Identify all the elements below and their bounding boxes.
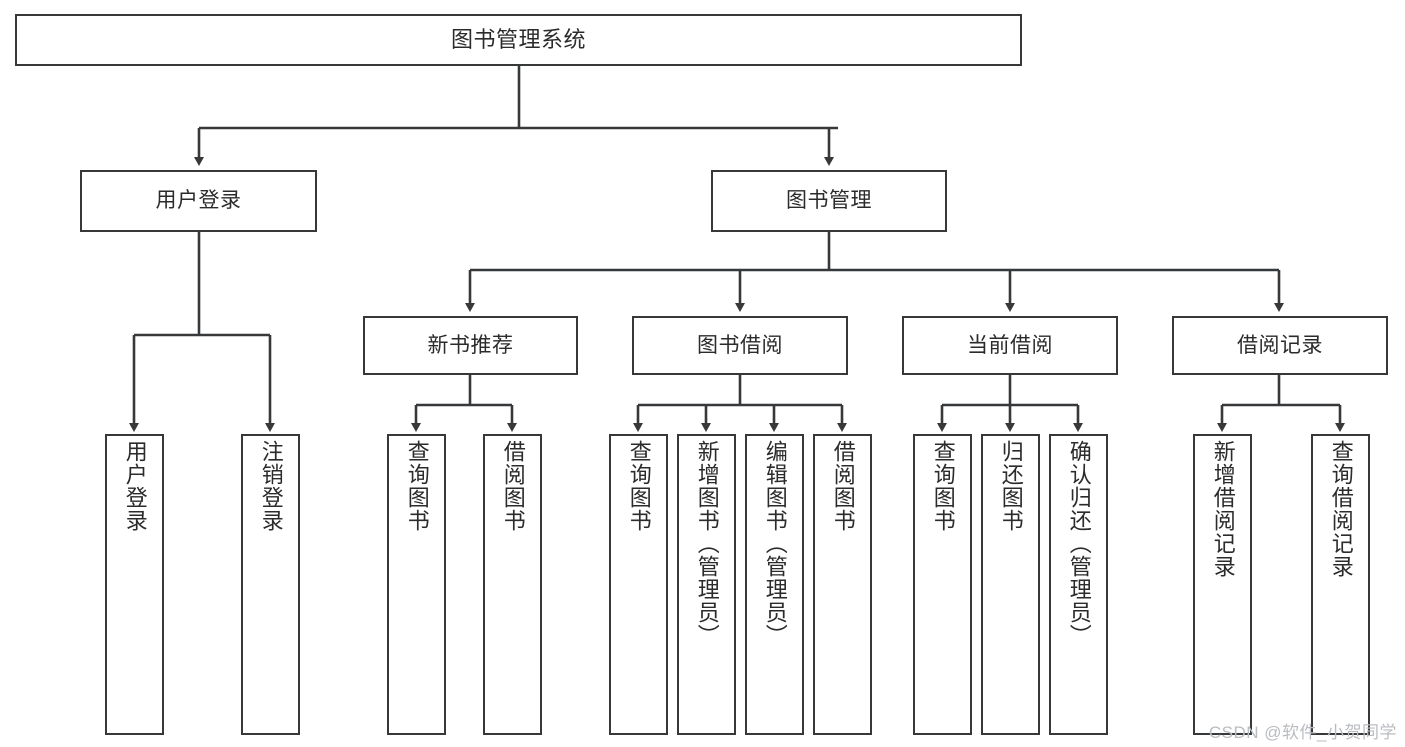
- node-label: 查询图书: [404, 440, 430, 532]
- node-label: 新增图书（管理员）: [694, 440, 720, 647]
- node-label: 查询图书: [626, 440, 652, 532]
- leaf-return-book[interactable]: 归还图书: [981, 434, 1040, 735]
- leaf-borrow-book-recommend[interactable]: 借阅图书: [483, 434, 542, 735]
- node-label: 用户登录: [122, 440, 148, 532]
- node-root-book-management-system[interactable]: 图书管理系统: [15, 14, 1022, 66]
- leaf-user-login[interactable]: 用户登录: [105, 434, 164, 735]
- node-label: 用户登录: [155, 189, 242, 213]
- node-label: 确认归还（管理员）: [1066, 440, 1092, 647]
- node-label: 注销登录: [258, 440, 284, 532]
- node-borrow-record[interactable]: 借阅记录: [1172, 316, 1388, 375]
- node-label: 图书借阅: [697, 333, 783, 357]
- leaf-add-book-admin[interactable]: 新增图书（管理员）: [677, 434, 736, 735]
- node-label: 查询借阅记录: [1328, 440, 1354, 578]
- leaf-borrow-book[interactable]: 借阅图书: [813, 434, 872, 735]
- node-user-login[interactable]: 用户登录: [80, 170, 317, 232]
- node-label: 查询图书: [930, 440, 956, 532]
- node-current-borrow[interactable]: 当前借阅: [902, 316, 1118, 375]
- node-label: 当前借阅: [967, 333, 1053, 357]
- node-label: 借阅图书: [830, 440, 856, 532]
- node-label: 新书推荐: [427, 333, 514, 357]
- node-label: 归还图书: [998, 440, 1024, 532]
- node-book-borrow[interactable]: 图书借阅: [632, 316, 848, 375]
- csdn-watermark: CSDN @软件_小贺同学: [1208, 723, 1397, 742]
- leaf-query-book-current[interactable]: 查询图书: [913, 434, 972, 735]
- node-new-book-recommend[interactable]: 新书推荐: [363, 316, 578, 375]
- node-label: 图书管理系统: [450, 27, 586, 53]
- leaf-query-book-borrow[interactable]: 查询图书: [609, 434, 668, 735]
- node-label: 借阅图书: [500, 440, 526, 532]
- leaf-edit-book-admin[interactable]: 编辑图书（管理员）: [745, 434, 804, 735]
- leaf-confirm-return-admin[interactable]: 确认归还（管理员）: [1049, 434, 1108, 735]
- node-label: 图书管理: [786, 189, 872, 213]
- leaf-query-borrow-record[interactable]: 查询借阅记录: [1311, 434, 1370, 735]
- leaf-query-book-recommend[interactable]: 查询图书: [387, 434, 446, 735]
- node-label: 编辑图书（管理员）: [762, 440, 788, 647]
- node-label: 借阅记录: [1237, 333, 1323, 357]
- leaf-add-borrow-record[interactable]: 新增借阅记录: [1193, 434, 1252, 735]
- leaf-logout[interactable]: 注销登录: [241, 434, 300, 735]
- node-label: 新增借阅记录: [1210, 440, 1236, 578]
- node-book-management[interactable]: 图书管理: [711, 170, 947, 232]
